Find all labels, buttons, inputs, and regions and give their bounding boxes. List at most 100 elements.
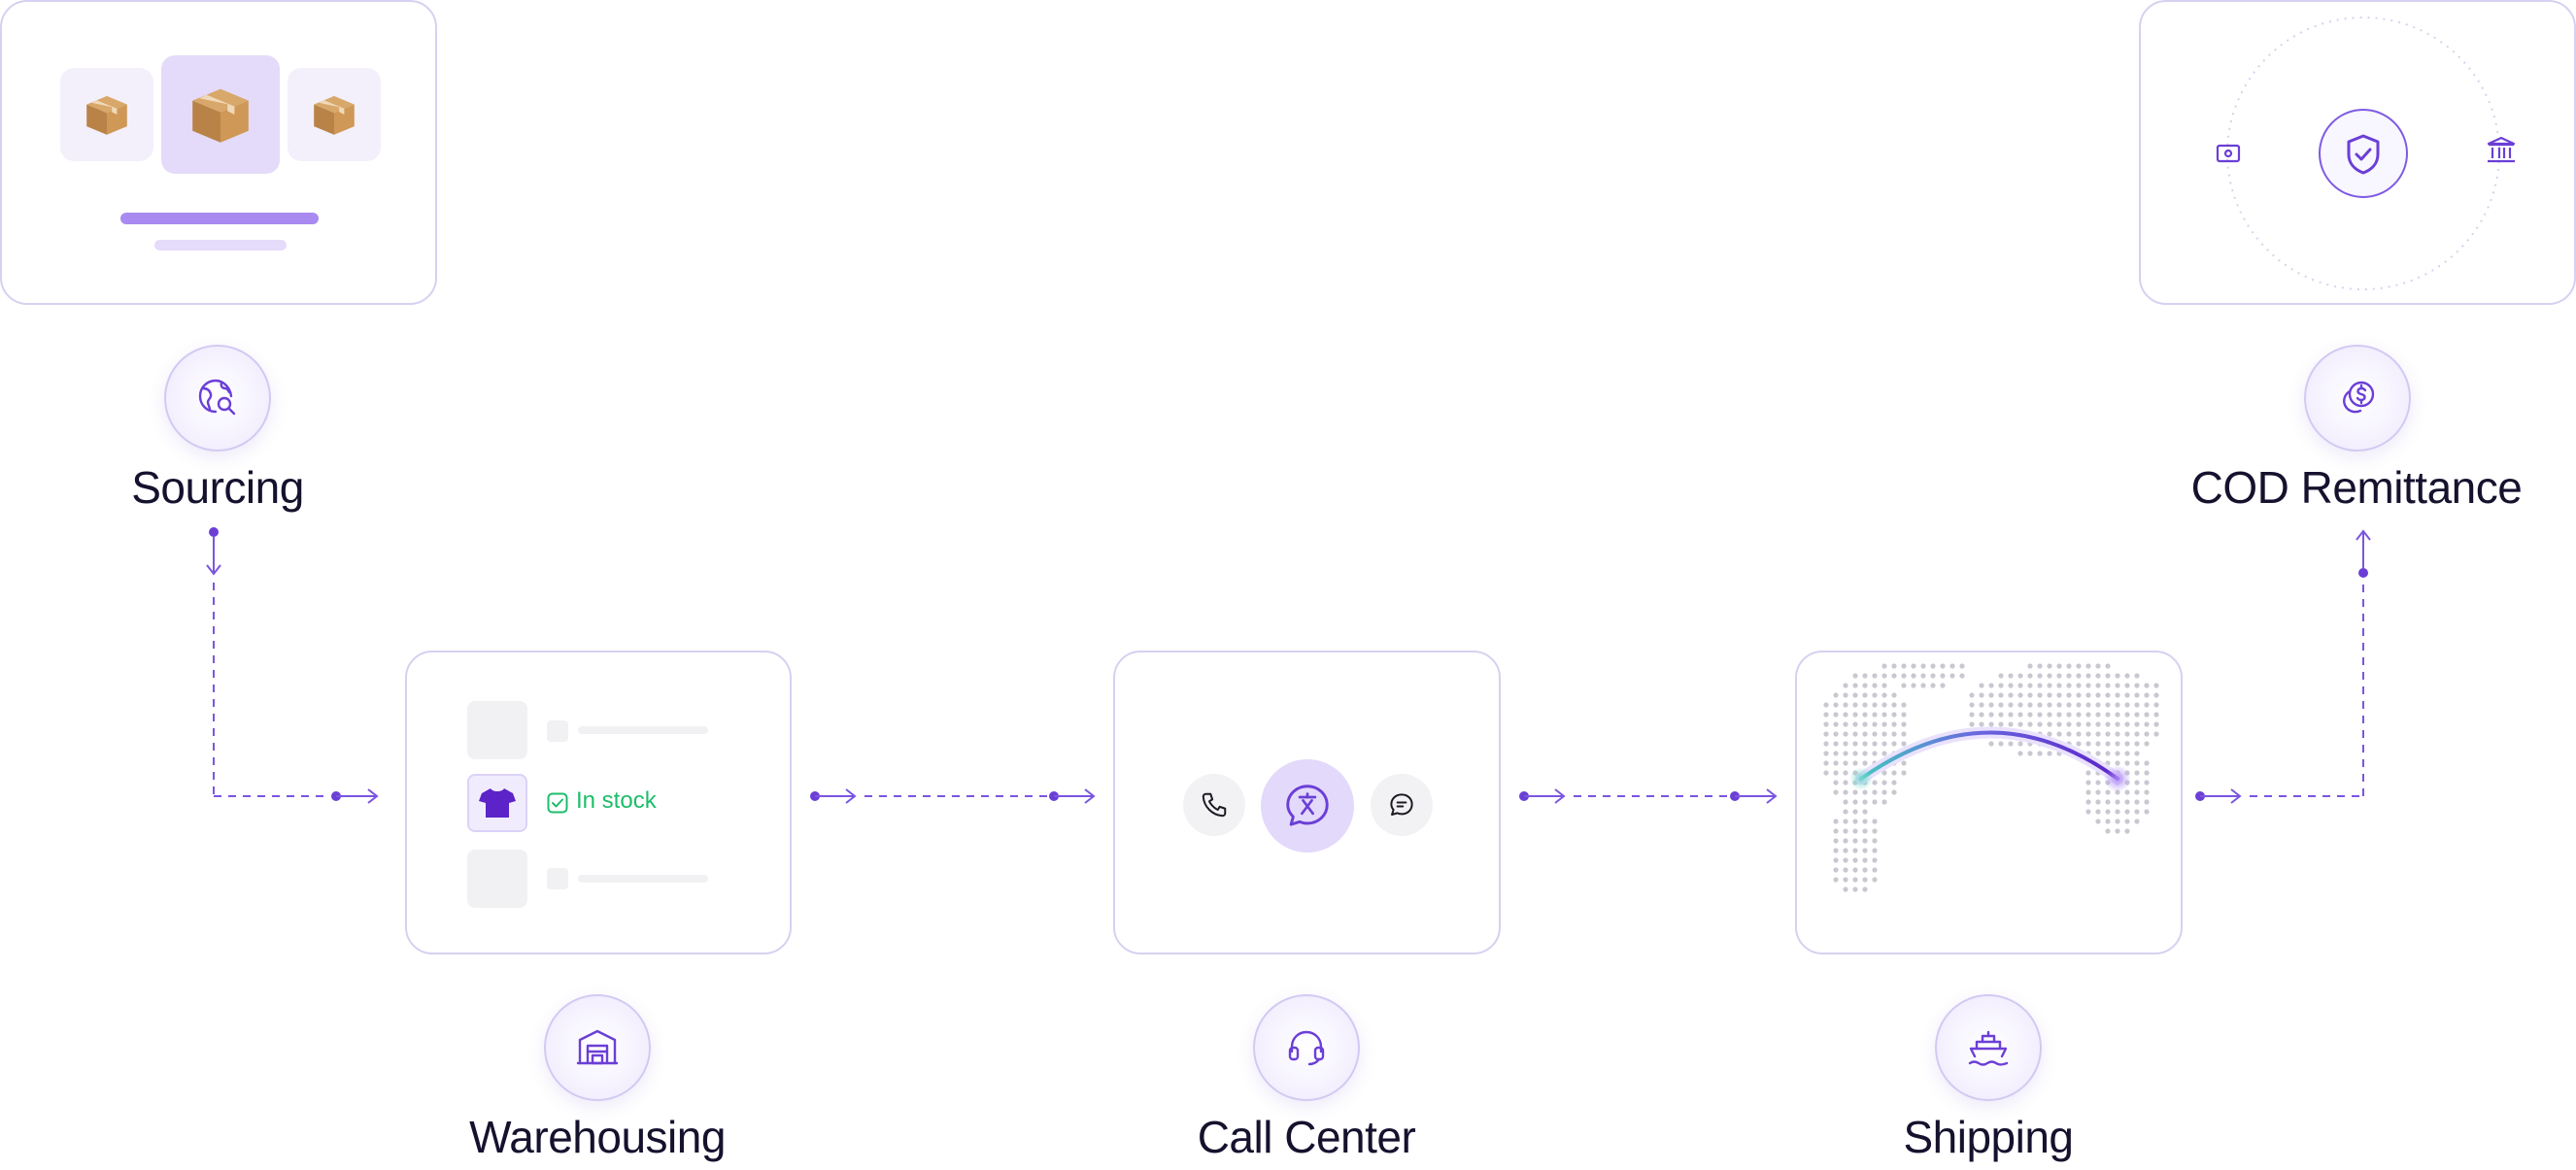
map-dot [2076, 741, 2082, 747]
map-dot [1881, 712, 1887, 718]
map-dot [1852, 702, 1858, 708]
map-dot [1843, 702, 1848, 708]
shipping-label: Shipping [1903, 1112, 2074, 1162]
map-dot [2076, 673, 2082, 679]
map-dot [2105, 663, 2111, 669]
map-dot [1930, 673, 1936, 679]
map-dot [1852, 712, 1858, 718]
map-dot [2124, 809, 2130, 815]
map-dot [1998, 702, 2004, 708]
map-dot [1998, 683, 2004, 688]
map-dot [2066, 663, 2072, 669]
map-dot [1891, 692, 1897, 698]
map-dot [1833, 848, 1839, 853]
map-dot [2066, 683, 2072, 688]
map-dot [1862, 799, 1868, 805]
map-dot [2037, 712, 2043, 718]
map-dot [1872, 721, 1878, 727]
map-dot [2066, 721, 2072, 727]
map-dot [1872, 741, 1878, 747]
map-dot [2105, 692, 2111, 698]
map-dot [1881, 663, 1887, 669]
map-dot [1881, 683, 1887, 688]
map-dot [1862, 751, 1868, 756]
map-dot [2105, 731, 2111, 737]
map-dot [2056, 721, 2062, 727]
map-dot [2008, 673, 2014, 679]
map-dot [1988, 683, 1994, 688]
map-dot [1872, 683, 1878, 688]
map-dot [1911, 673, 1916, 679]
map-dot [2115, 702, 2120, 708]
map-dot [2056, 712, 2062, 718]
map-dot [2047, 663, 2052, 669]
map-dot [1872, 848, 1878, 853]
map-dot [2153, 721, 2159, 727]
map-dot [1862, 867, 1868, 873]
map-dot [2153, 702, 2159, 708]
map-dot [1891, 673, 1897, 679]
map-dot [1872, 838, 1878, 844]
map-dot [2076, 712, 2082, 718]
map-dot [2153, 731, 2159, 737]
map-dot [2134, 712, 2140, 718]
map-dot [1833, 819, 1839, 824]
map-dot [2134, 721, 2140, 727]
map-dot [2144, 731, 2150, 737]
map-dot [1998, 673, 2004, 679]
map-dot [1852, 828, 1858, 834]
map-dot [2085, 663, 2091, 669]
map-dot [2095, 780, 2101, 786]
map-dot [2085, 799, 2091, 805]
shield-check-icon [2347, 134, 2380, 175]
map-dot [2095, 809, 2101, 815]
map-dot [1843, 867, 1848, 873]
map-dot [1833, 751, 1839, 756]
map-dot [1901, 760, 1907, 766]
map-dot [2115, 828, 2120, 834]
map-dot [1881, 770, 1887, 776]
map-dot [1862, 848, 1868, 853]
map-dot [1862, 712, 1868, 718]
map-dot [1833, 712, 1839, 718]
bank-icon [2487, 136, 2516, 163]
map-dot [1862, 819, 1868, 824]
map-dot [1823, 770, 1829, 776]
map-dot [2105, 712, 2111, 718]
map-dot [2115, 731, 2120, 737]
map-dot [2085, 692, 2091, 698]
map-dot [1881, 799, 1887, 805]
shipping-card [1795, 651, 2183, 954]
map-dot [2134, 751, 2140, 756]
map-dot [1891, 663, 1897, 669]
map-dot [2105, 809, 2111, 815]
translate-bubble [1261, 759, 1354, 852]
map-dot [2008, 702, 2014, 708]
map-dot [1843, 789, 1848, 795]
map-dot [1833, 877, 1839, 883]
map-dot [1998, 741, 2004, 747]
map-dot [2144, 809, 2150, 815]
map-dot [2085, 702, 2091, 708]
map-dot [1891, 789, 1897, 795]
map-dot [2037, 692, 2043, 698]
map-dot [2037, 702, 2043, 708]
map-dot [1881, 780, 1887, 786]
map-dot [2047, 683, 2052, 688]
map-dot [2144, 760, 2150, 766]
sourcing-card [0, 0, 437, 305]
map-dot [1823, 721, 1829, 727]
tshirt-icon [479, 788, 516, 818]
map-dot [2144, 799, 2150, 805]
map-dot [2047, 692, 2052, 698]
map-dot [1930, 683, 1936, 688]
map-dot [1881, 673, 1887, 679]
map-dot [1872, 751, 1878, 756]
map-dot [2144, 702, 2150, 708]
headset-icon [1288, 1030, 1325, 1066]
map-dot [2076, 683, 2082, 688]
map-dot [2027, 751, 2033, 756]
map-dot [1852, 809, 1858, 815]
world-route-map [1823, 663, 2159, 892]
